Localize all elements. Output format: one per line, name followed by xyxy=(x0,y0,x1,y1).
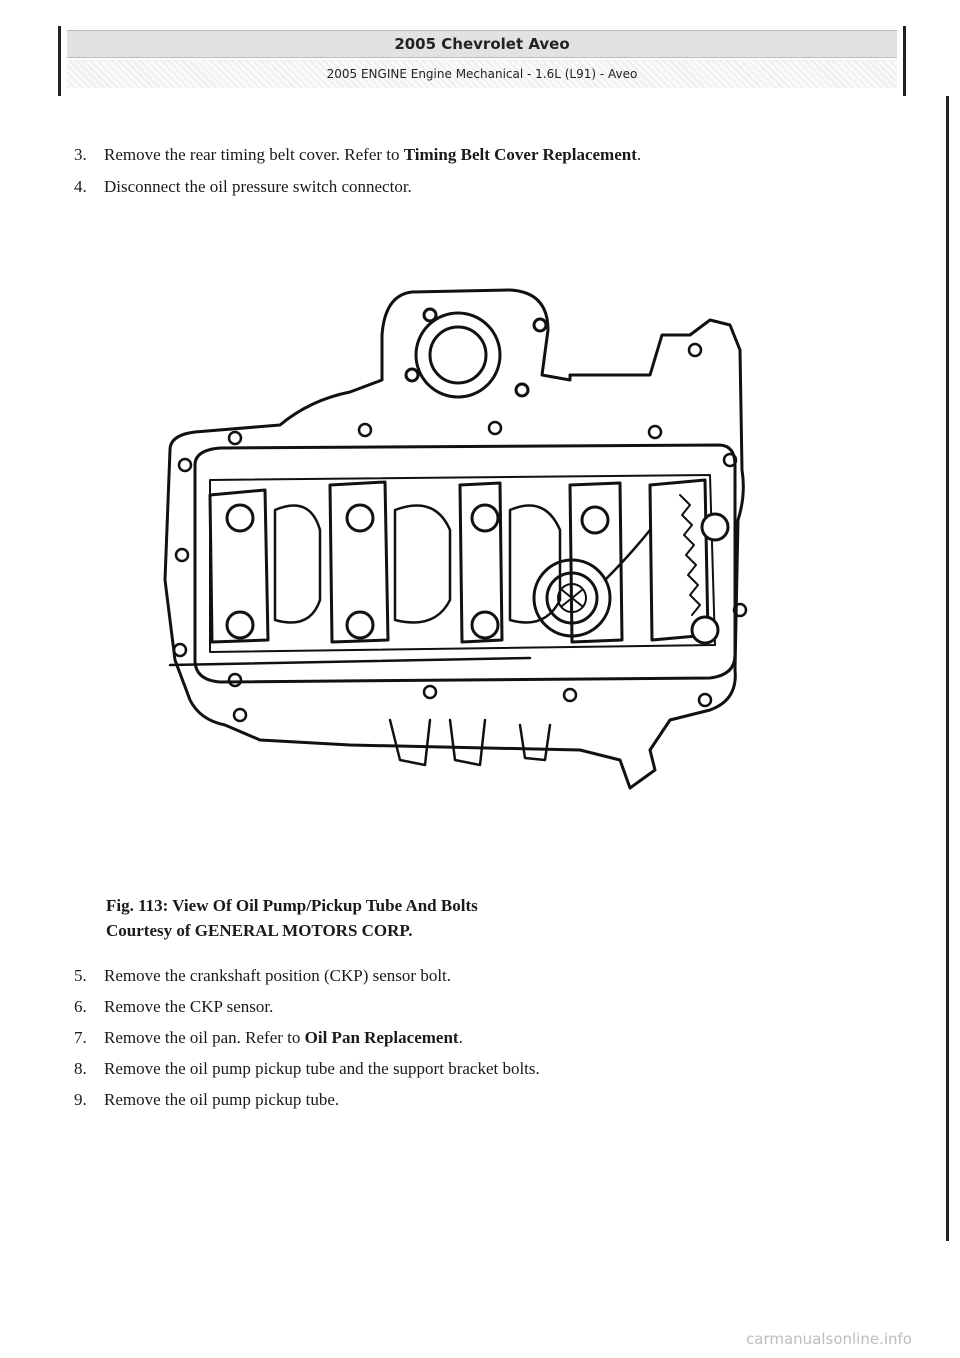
flange-bolts xyxy=(172,342,748,723)
bearing-caps xyxy=(208,478,710,644)
step-3: 3.Remove the rear timing belt cover. Ref… xyxy=(74,145,642,164)
step-9: 9.Remove the oil pump pickup tube. xyxy=(74,1090,340,1109)
page-border xyxy=(946,96,949,1241)
step-8: 8.Remove the oil pump pickup tube and th… xyxy=(74,1059,540,1078)
step-5: 5.Remove the crankshaft position (CKP) s… xyxy=(74,966,452,985)
watermark: carmanualsonline.info xyxy=(746,1330,912,1348)
timing-belt-cover-link[interactable]: Timing Belt Cover Replacement xyxy=(403,145,637,164)
step-7: 7.Remove the oil pan. Refer to Oil Pan R… xyxy=(74,1028,463,1047)
document-title: 2005 Chevrolet Aveo xyxy=(67,30,897,58)
crank-sprocket xyxy=(679,494,701,616)
document-header: 2005 Chevrolet Aveo 2005 ENGINE Engine M… xyxy=(58,26,906,96)
step-4: 4.Disconnect the oil pressure switch con… xyxy=(74,177,412,196)
figure-caption: Fig. 113: View Of Oil Pump/Pickup Tube A… xyxy=(106,896,478,940)
oil-pickup-screen xyxy=(532,528,652,638)
oil-pan-replacement-link[interactable]: Oil Pan Replacement xyxy=(304,1028,459,1047)
front-cover-boss xyxy=(414,311,502,399)
block-outline xyxy=(163,288,745,790)
document-subtitle: 2005 ENGINE Engine Mechanical - 1.6L (L9… xyxy=(67,60,897,88)
cap-bolts xyxy=(225,503,730,645)
step-6: 6.Remove the CKP sensor. xyxy=(74,997,274,1016)
engine-block-illustration xyxy=(163,288,748,790)
crankshaft xyxy=(168,504,562,667)
